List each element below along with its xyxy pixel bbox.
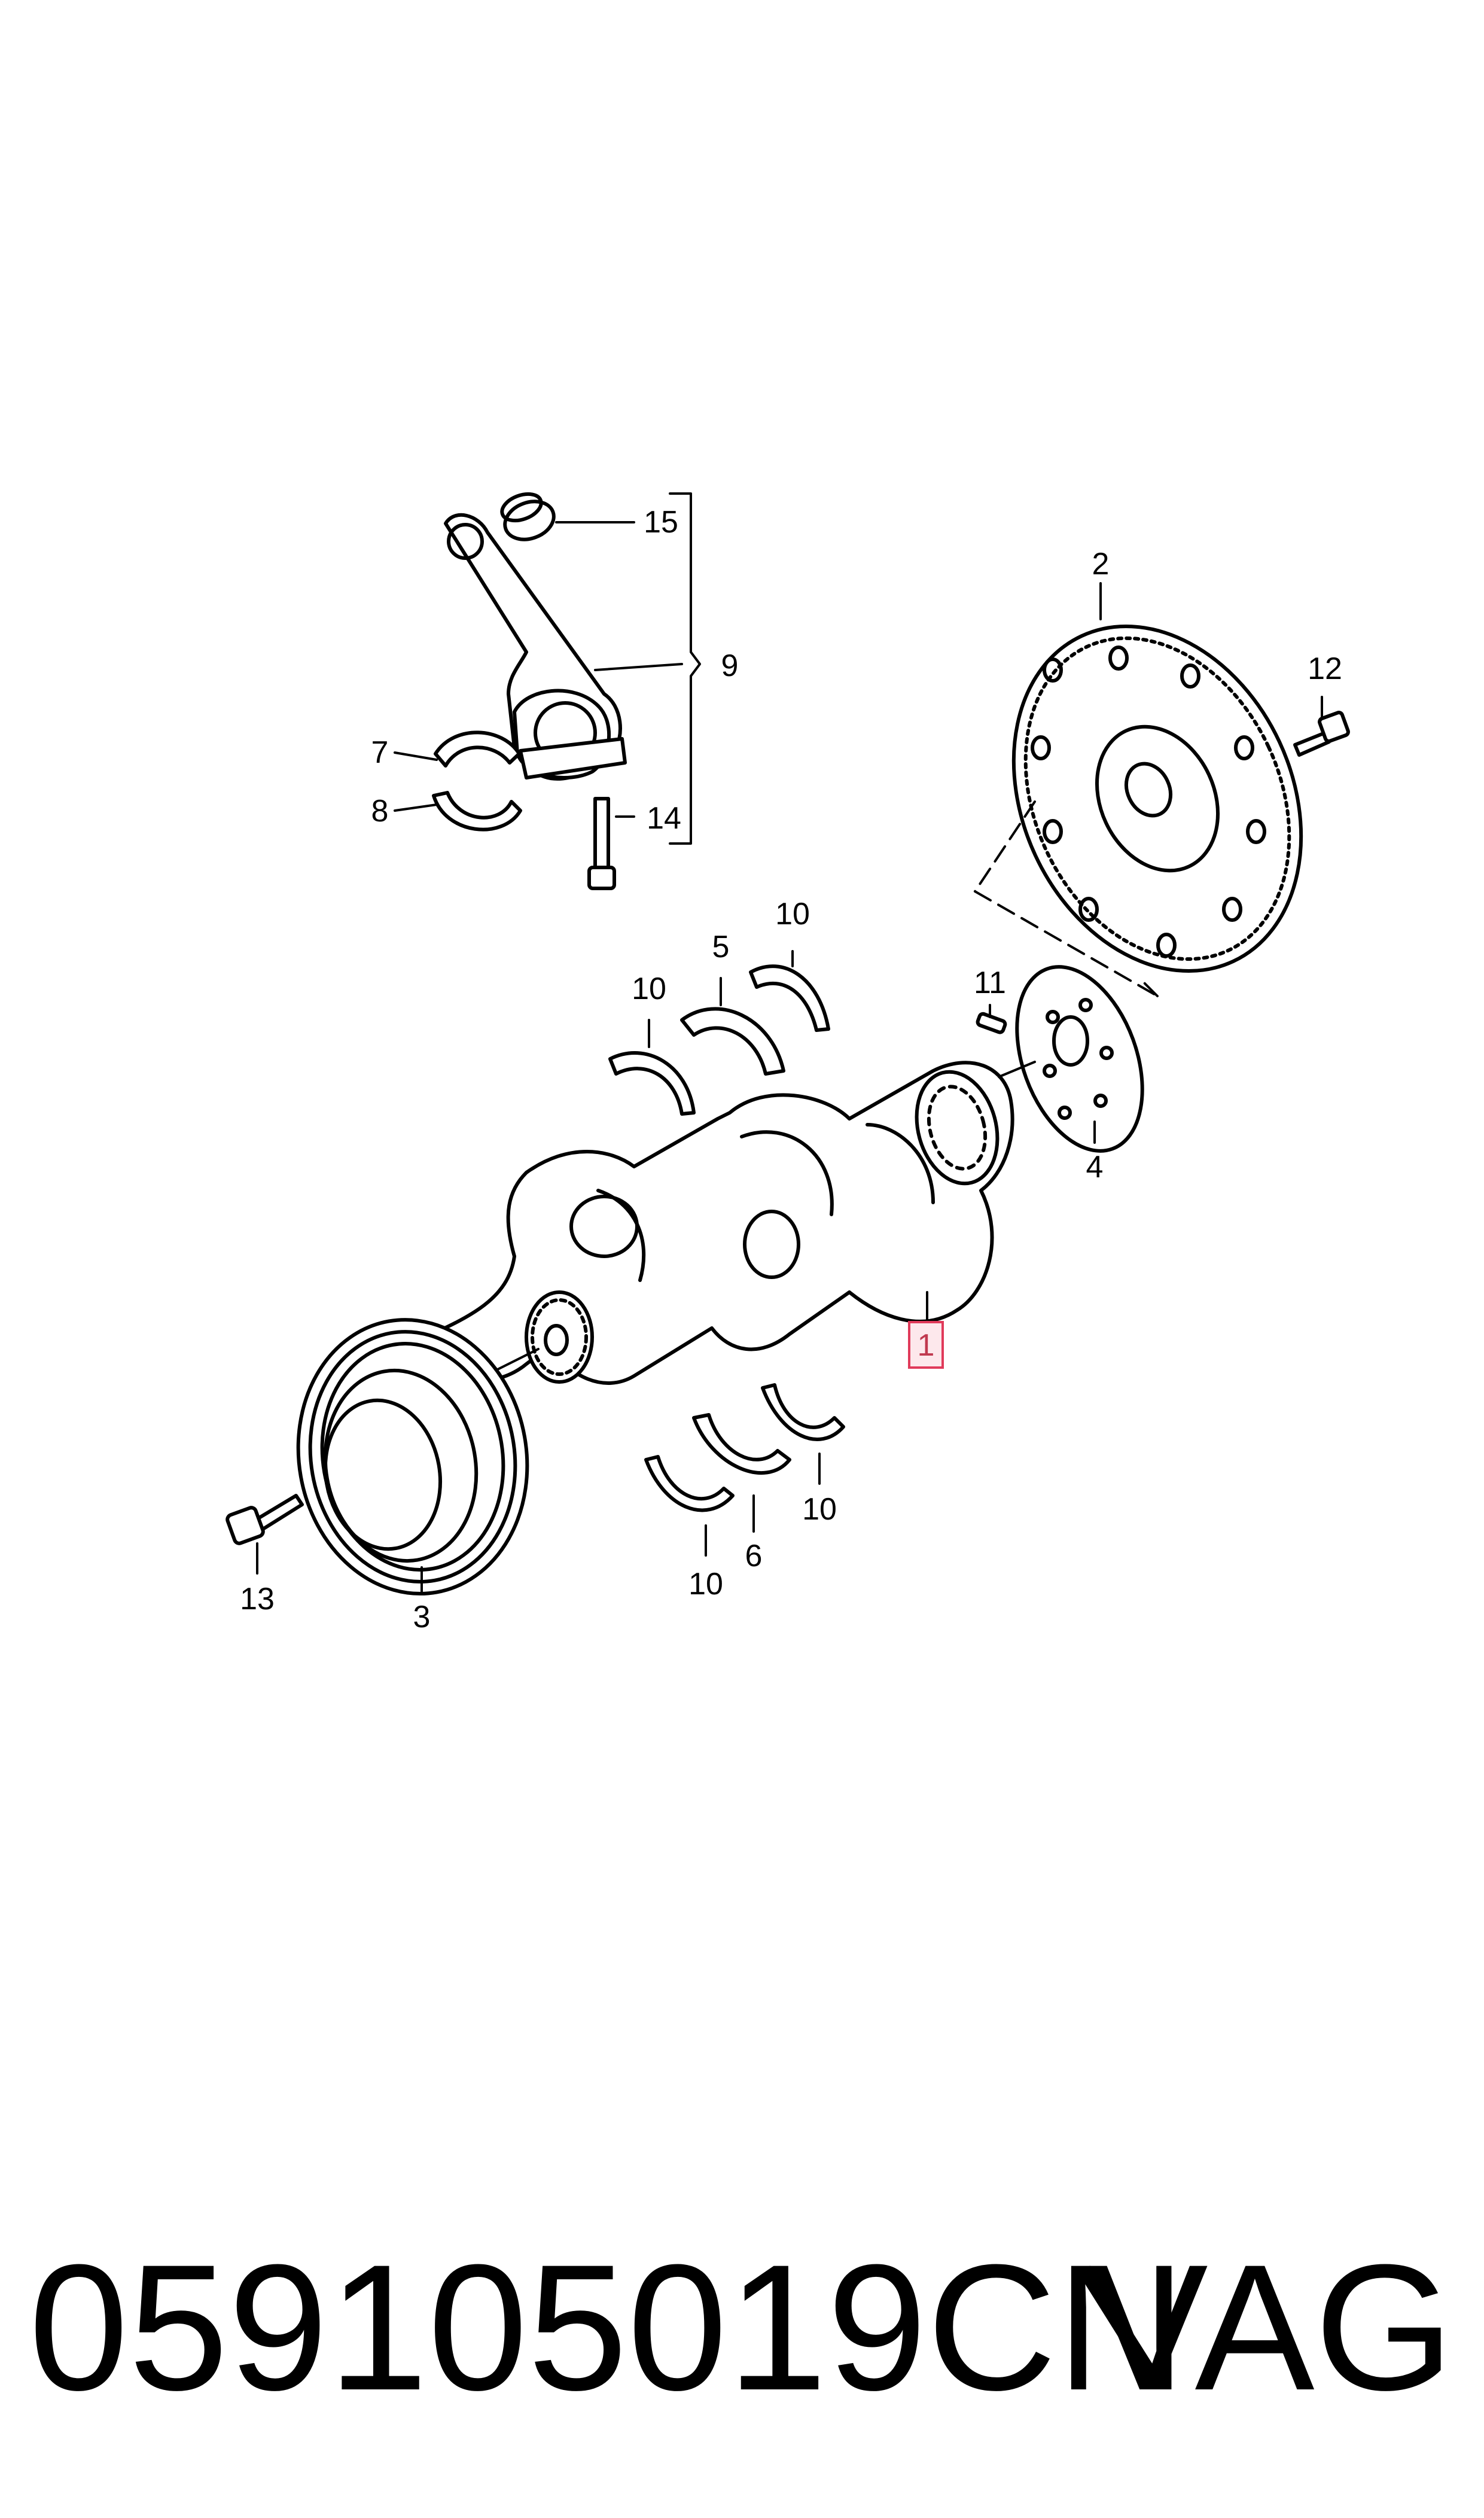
callout-2: 2 (1092, 547, 1110, 581)
brand-name: VAG (1088, 2227, 1454, 2428)
callout-14: 14 (647, 801, 681, 836)
thrust-washer-upper-right (749, 964, 830, 1032)
rod-bearing-upper (434, 730, 521, 768)
callout-8: 8 (371, 794, 389, 829)
flywheel (1011, 624, 1303, 973)
callout-11: 11 (974, 966, 1006, 1000)
flywheel-bolt (1293, 711, 1350, 757)
callout-10-b: 10 (632, 972, 666, 1006)
dowel-pin (976, 1012, 1007, 1034)
main-bearing-lower (692, 1413, 791, 1475)
thrust-washer-upper-left (608, 1051, 696, 1116)
leader-lines (256, 492, 1323, 1593)
callout-4: 4 (1086, 1150, 1104, 1185)
callout-15: 15 (644, 505, 678, 540)
part-number: 059105019CN (29, 2227, 1186, 2428)
pulley-bolt (226, 1494, 304, 1545)
callout-10-c: 10 (802, 1492, 837, 1527)
callout-10-a: 10 (775, 897, 810, 931)
callout-5: 5 (712, 930, 730, 964)
small-end-bushing (500, 492, 556, 541)
callout-6: 6 (745, 1539, 763, 1573)
main-bearing-upper (680, 1007, 785, 1076)
callout-13: 13 (240, 1582, 275, 1616)
thrust-washer-lower-right (761, 1383, 845, 1441)
callout-labels: 1 2 3 4 5 6 7 8 9 10 10 10 10 11 12 13 1… (240, 505, 1342, 1634)
rod-bolt (587, 797, 616, 890)
callout-1-highlight (908, 1321, 944, 1369)
callout-7: 7 (371, 735, 389, 770)
connecting-rod (444, 513, 627, 781)
crank-sprocket (525, 1290, 594, 1384)
callout-1: 1 (918, 1328, 935, 1363)
thrust-washer-lower-left (644, 1455, 735, 1512)
callout-10-d: 10 (688, 1567, 723, 1601)
callout-3: 3 (413, 1600, 431, 1634)
crankshaft-pulley (296, 1318, 529, 1596)
adapter-plate (1015, 965, 1144, 1153)
callout-12: 12 (1308, 651, 1342, 686)
rod-bearing-lower (432, 791, 522, 832)
callout-9: 9 (721, 648, 739, 683)
